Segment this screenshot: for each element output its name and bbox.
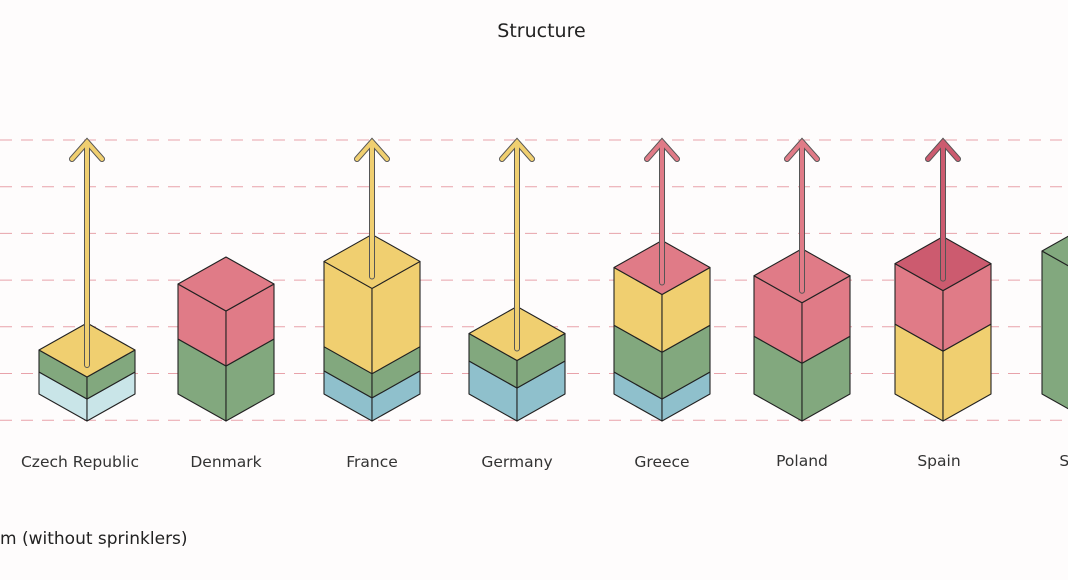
column-spain: Spain <box>894 137 992 470</box>
column-czech-republic: Czech Republic <box>21 137 139 471</box>
arrow-up-icon <box>355 138 389 279</box>
arrow-up-icon <box>70 138 104 367</box>
category-label: Germany <box>481 453 552 471</box>
legend-note: m (without sprinklers) <box>0 529 188 549</box>
category-label: Czech Republic <box>21 453 139 471</box>
arrow-up-icon <box>645 138 679 285</box>
column-sweden: Sweden <box>1041 235 1068 470</box>
chart-title: Structure <box>497 20 586 42</box>
category-label: Sweden <box>1059 452 1068 470</box>
bar-top-face <box>177 256 275 312</box>
arrow-up-icon <box>785 138 819 293</box>
column-france: France <box>323 137 421 471</box>
column-poland: Poland <box>753 137 851 470</box>
column-germany: Germany <box>468 137 566 471</box>
arrow-up-icon <box>500 138 534 351</box>
category-label: Poland <box>776 452 828 470</box>
category-label: Spain <box>917 452 960 470</box>
category-label: France <box>346 453 398 471</box>
column-denmark: Denmark <box>177 256 275 471</box>
bar-top-face <box>1041 235 1068 267</box>
category-label: Greece <box>634 453 689 471</box>
column-greece: Greece <box>613 137 711 471</box>
bar-segment-left <box>1041 250 1068 410</box>
arrow-up-icon <box>926 138 960 281</box>
category-label: Denmark <box>190 453 261 471</box>
